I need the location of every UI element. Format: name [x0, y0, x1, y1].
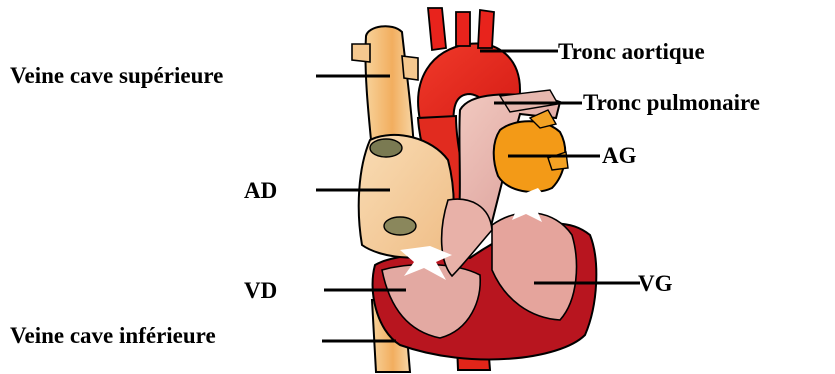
- label-ad: AD: [244, 179, 277, 202]
- label-vd: VD: [244, 279, 277, 302]
- label-tronc-pulmonaire: Tronc pulmonaire: [583, 91, 760, 114]
- label-ag: AG: [602, 144, 637, 167]
- superior-vena-cava-shape: [365, 26, 414, 150]
- label-tronc-aortique: Tronc aortique: [558, 40, 705, 63]
- label-veine-cave-superieure: Veine cave supérieure: [10, 64, 223, 87]
- label-vg: VG: [638, 272, 673, 295]
- label-veine-cave-inferieure: Veine cave inférieure: [10, 324, 216, 347]
